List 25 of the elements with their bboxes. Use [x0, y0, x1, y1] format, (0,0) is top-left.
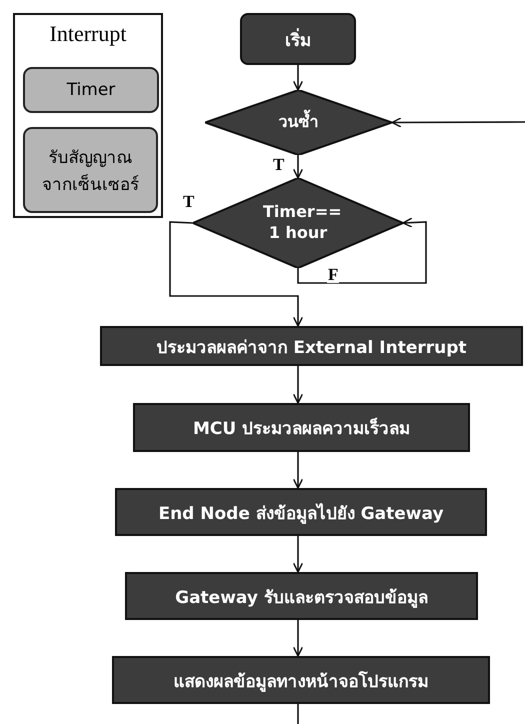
arrow: [292, 620, 304, 657]
legend-box: [13, 13, 163, 218]
edge-label: T: [182, 193, 196, 210]
arrow: [297, 217, 427, 284]
arrow: [292, 536, 304, 573]
process-box: ประมวลผลค่าจาก External Interrupt: [100, 326, 523, 366]
arrow: [292, 65, 304, 91]
arrow: [292, 366, 304, 404]
sensor-box: รับสัญญาณจากเซ็นเซอร์: [23, 127, 158, 213]
decision-diamond: Timer== 1 hour: [193, 178, 403, 268]
arrow: [292, 452, 304, 489]
decision-diamond: วนซ้ำ: [205, 90, 392, 155]
process-box: End Node ส่งข้อมูลไปยัง Gateway: [115, 488, 487, 536]
edge-label: T: [272, 156, 286, 173]
arrow: [169, 221, 304, 327]
arrow: [391, 117, 525, 128]
timer-box: Timer: [23, 67, 159, 113]
legend-title: Interrupt: [48, 21, 128, 47]
process-box: Gateway รับและตรวจสอบข้อมูล: [125, 572, 478, 620]
process-box: MCU ประมวลผลความเร็วลม: [133, 403, 470, 452]
connector-line: [297, 704, 299, 724]
start-box: เริ่ม: [240, 13, 356, 65]
edge-label: F: [327, 266, 340, 283]
process-box: แสดงผลข้อมูลทางหน้าจอโปรแกรม: [112, 656, 490, 704]
arrow: [292, 155, 304, 179]
